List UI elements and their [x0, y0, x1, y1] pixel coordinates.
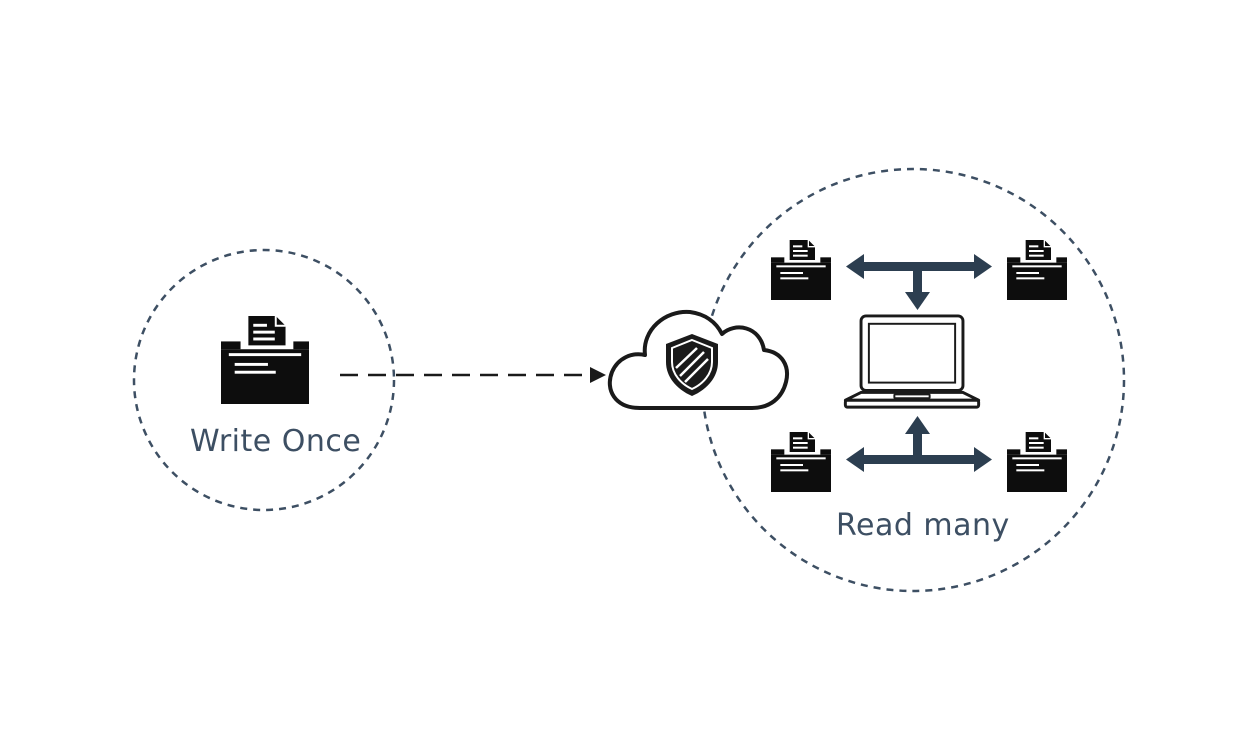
read-many-label: Read many — [836, 508, 1010, 543]
read-cabinet-icon-bottom-right — [1006, 432, 1068, 492]
bottom-distribution-arrow — [846, 416, 992, 472]
read-cabinet-icon-top-right — [1006, 240, 1068, 300]
write-once-label: Write Once — [190, 424, 362, 459]
write-cabinet-icon — [220, 316, 310, 404]
read-cabinet-icon-top-left — [770, 240, 832, 300]
write-to-cloud-arrow — [340, 367, 606, 383]
read-cabinet-icon-bottom-left — [770, 432, 832, 492]
cloud-shield-icon — [607, 309, 789, 410]
read-zone-circle — [700, 167, 1126, 593]
write-zone-circle — [132, 248, 396, 512]
laptop-icon — [843, 314, 981, 409]
top-distribution-arrow — [846, 254, 992, 310]
